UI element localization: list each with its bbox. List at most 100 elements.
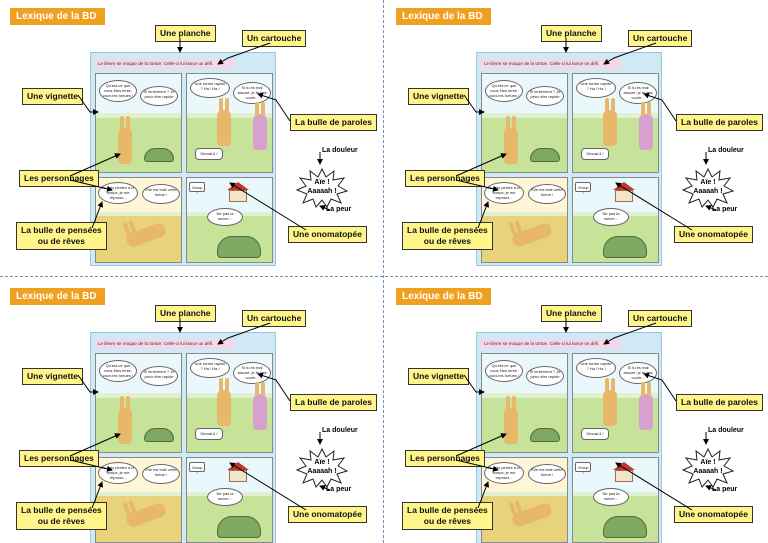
label-cartouche: Un cartouche	[242, 30, 307, 47]
turtle-character	[603, 236, 647, 258]
pointer-arrows	[455, 38, 717, 231]
comic-cartouche: Le lièvre se moque de la tortue. Celle-c…	[95, 339, 235, 349]
speech-bubble: Si lentement ? Je peux être rapide	[526, 86, 564, 106]
onomatopoeia-burst: Aïe ! Aaaaah !	[296, 448, 348, 488]
speech-bubble: Qu'est-ce que vous êtes lente, vous les …	[485, 360, 523, 382]
comic-page: Le lièvre se moque de la tortue. Celle-c…	[476, 332, 662, 543]
label-personnages: Les personnages	[405, 170, 485, 187]
speech-bubble: Qu'est-ce que vous êtes lente, vous les …	[485, 80, 523, 102]
turtle-character	[217, 516, 261, 538]
speech-bubble: Qu'est-ce que vous êtes lente, vous les …	[99, 360, 137, 382]
lexicon-card: Lexique de la BD Le lièvre se moque de l…	[386, 280, 766, 543]
card-title: Lexique de la BD	[396, 8, 491, 25]
speech-bubble: Si tu es mal assuré, je te fais courir..…	[233, 362, 271, 384]
lexicon-card: Lexique de la BD Le lièvre se moque de l…	[386, 0, 766, 270]
speech-bubble: Qu'est-ce que vous êtes lente, vous les …	[99, 80, 137, 102]
lexicon-card: Lexique de la BD Le lièvre se moque de l…	[0, 280, 380, 543]
onomatopoeia-bubble: Vroup !	[189, 182, 205, 195]
label-vignette: Une vignette	[408, 88, 470, 105]
speech-bubble: Si lentement ? Je peux être rapide	[140, 86, 178, 106]
onomatopoeia-line: Aaaaah !	[693, 468, 723, 475]
speech-bubble: Elle est folle cette tortue !	[142, 184, 180, 204]
label-bulle-pensees: La bulle de pensées ou de rêves	[16, 222, 107, 250]
card-title: Lexique de la BD	[10, 288, 105, 305]
label-vignette: Une vignette	[22, 88, 84, 105]
label-onomatopee: Une onomatopée	[288, 506, 367, 523]
rabbit-character	[603, 98, 617, 146]
turtle-character	[530, 428, 560, 442]
rabbit-character	[118, 396, 132, 444]
speech-bubble: Si tu es mal assuré, je te fais courir..…	[233, 82, 271, 104]
label-bulle-paroles: La bulle de paroles	[290, 394, 377, 411]
burst-shape	[296, 168, 348, 208]
character-figure	[253, 102, 267, 150]
speech-bubble: Devrai-il !	[195, 148, 223, 160]
pointer-arrows	[69, 318, 331, 511]
speech-bubble: Si lentement ? Je peux être rapide	[140, 366, 178, 386]
turtle-character	[530, 148, 560, 162]
onomatopoeia-line: Aaaaah !	[307, 468, 337, 475]
speech-bubble: Ne pas la suivre...	[593, 208, 629, 226]
annotation-douleur: La douleur	[322, 427, 358, 434]
label-personnages: Les personnages	[405, 450, 485, 467]
onomatopoeia-burst: Aïe ! Aaaaah !	[682, 448, 734, 488]
comic-panel: Qu'est-ce que vous êtes lente, vous les …	[95, 353, 182, 453]
character-figure	[639, 102, 653, 150]
comic-panel: Qu'est-ce que vous êtes lente, vous les …	[481, 73, 568, 173]
onomatopoeia-line: Aaaaah !	[307, 188, 337, 195]
label-vignette: Une vignette	[408, 368, 470, 385]
house-roof	[227, 462, 249, 470]
speech-bubble: Si tu es mal assuré, je te fais courir..…	[619, 82, 657, 104]
label-bulle-paroles: La bulle de paroles	[290, 114, 377, 131]
speech-bubble: Devrai-il !	[581, 428, 609, 440]
rabbit-character	[504, 116, 518, 164]
label-bulle-paroles: La bulle de paroles	[676, 394, 763, 411]
speech-bubble: Une tortue rapide ? Ha ! Ha !	[576, 358, 616, 378]
comic-cartouche: Le lièvre se moque de la tortue. Celle-c…	[95, 59, 235, 69]
label-planche: Une planche	[155, 25, 216, 42]
onomatopoeia-bubble: Vroup !	[189, 462, 205, 475]
comic-page: Le lièvre se moque de la tortue. Celle-c…	[476, 52, 662, 266]
speech-bubble: Ne pas la suivre...	[593, 488, 629, 506]
speech-bubble: Une tortue rapide ? Ha ! Ha !	[190, 78, 230, 98]
speech-bubble: Devrai-il !	[581, 148, 609, 160]
onomatopoeia-line: Aïe !	[314, 459, 330, 466]
comic-panel: Qu'est-ce que vous êtes lente, vous les …	[481, 353, 568, 453]
comic-panel: Je dois perdre à le temps, je me reposer…	[481, 457, 568, 543]
rabbit-character	[118, 116, 132, 164]
burst-shape	[682, 168, 734, 208]
house	[615, 190, 633, 202]
pointer-arrows	[455, 318, 717, 511]
rabbit-character	[217, 378, 231, 426]
pointer-arrows	[69, 38, 331, 231]
rabbit-character	[217, 98, 231, 146]
comic-panel: Je dois perdre à le temps, je me reposer…	[95, 457, 182, 543]
house-roof	[613, 182, 635, 190]
comic-panel: Une tortue rapide ? Ha ! Ha ! Si tu es m…	[572, 353, 659, 453]
label-onomatopee: Une onomatopée	[674, 226, 753, 243]
onomatopoeia-line: Aïe !	[314, 179, 330, 186]
onomatopoeia-bubble: Vroup !	[575, 182, 591, 195]
house-roof	[227, 182, 249, 190]
annotation-douleur: La douleur	[708, 427, 744, 434]
rabbit-character	[603, 378, 617, 426]
onomatopoeia-burst: Aïe ! Aaaaah !	[682, 168, 734, 208]
comic-panel: Une tortue rapide ? Ha ! Ha ! Si tu es m…	[572, 73, 659, 173]
character-figure	[639, 382, 653, 430]
speech-bubble: Elle est folle cette tortue !	[142, 464, 180, 484]
comic-panel: Une tortue rapide ? Ha ! Ha ! Si tu es m…	[186, 353, 273, 453]
turtle-character	[217, 236, 261, 258]
rabbit-character	[504, 396, 518, 444]
house	[615, 470, 633, 482]
speech-bubble: Si tu es mal assuré, je te fais courir..…	[619, 362, 657, 384]
label-onomatopee: Une onomatopée	[674, 506, 753, 523]
speech-bubble: Si lentement ? Je peux être rapide	[526, 366, 564, 386]
comic-panel: Une tortue rapide ? Ha ! Ha ! Si tu es m…	[186, 73, 273, 173]
onomatopoeia-bubble: Vroup !	[575, 462, 591, 475]
house	[229, 470, 247, 482]
house	[229, 190, 247, 202]
burst-shape	[296, 448, 348, 488]
burst-shape	[682, 448, 734, 488]
annotation-douleur: La douleur	[322, 147, 358, 154]
annotation-peur: La peur	[326, 206, 352, 213]
